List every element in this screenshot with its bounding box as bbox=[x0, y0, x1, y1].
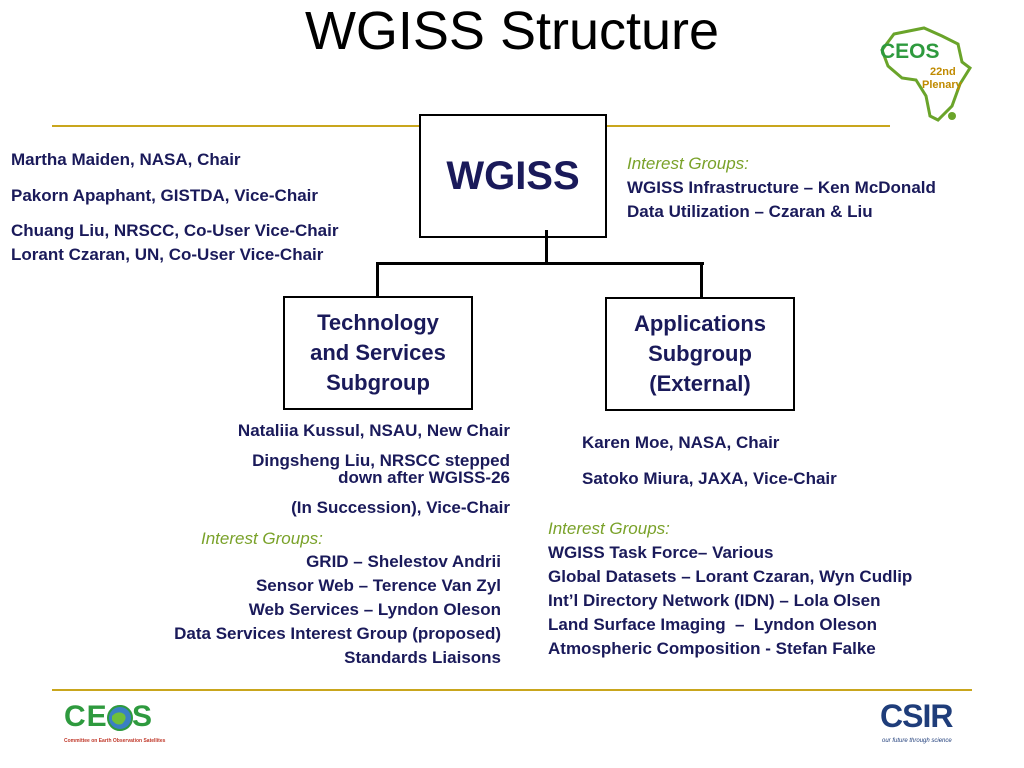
leadership-item: Pakorn Apaphant, GISTDA, Vice-Chair bbox=[11, 186, 319, 205]
globe-icon bbox=[107, 705, 133, 731]
top-divider-left bbox=[52, 125, 420, 127]
tech-interest-item: Web Services – Lyndon Oleson bbox=[248, 600, 501, 619]
connector-root-down bbox=[545, 230, 548, 264]
tech-interest-item: Sensor Web – Terence Van Zyl bbox=[255, 576, 501, 595]
leadership-item: Chuang Liu, NRSCC, Co-User Vice-Chair bbox=[11, 221, 339, 240]
tech-interest-item: Standards Liaisons bbox=[344, 648, 501, 667]
apps-subgroup-label-3: (External) bbox=[649, 371, 751, 396]
apps-person: Satoko Miura, JAXA, Vice-Chair bbox=[582, 469, 837, 488]
wgiss-root-box: WGISS bbox=[419, 114, 607, 238]
root-interest-heading: Interest Groups: bbox=[627, 154, 749, 173]
ceos-logo: CEOS Committee on Earth Observation Sate… bbox=[62, 700, 172, 750]
page-title: WGISS Structure bbox=[304, 1, 720, 61]
ceos-caption: Committee on Earth Observation Satellite… bbox=[64, 738, 166, 744]
ceos-plenary-logo: CEOS 22nd Plenary bbox=[872, 22, 982, 126]
plenary-ceos-text: CEOS bbox=[880, 40, 940, 63]
connector-horizontal bbox=[376, 262, 704, 265]
leadership-item: Lorant Czaran, UN, Co-User Vice-Chair bbox=[11, 245, 324, 264]
csir-logo: CSIR our future through science bbox=[880, 698, 970, 750]
africa-map-icon bbox=[880, 26, 973, 122]
root-interest-item: Data Utilization – Czaran & Liu bbox=[627, 202, 873, 221]
tech-subgroup-label-3: Subgroup bbox=[326, 370, 430, 395]
tech-person: down after WGISS-26 bbox=[338, 468, 510, 487]
apps-subgroup-label-2: Subgroup bbox=[648, 341, 752, 366]
connector-right-down bbox=[700, 262, 703, 298]
apps-subgroup-label-1: Applications bbox=[633, 311, 766, 336]
apps-interest-heading: Interest Groups: bbox=[548, 519, 670, 538]
apps-interest-item: Global Datasets – Lorant Czaran, Wyn Cud… bbox=[548, 567, 913, 586]
apps-interest-item: Land Surface Imaging – Lyndon Oleson bbox=[548, 615, 878, 634]
csir-tagline: our future through science bbox=[882, 738, 952, 744]
tech-person: (In Succession), Vice-Chair bbox=[291, 498, 510, 517]
apps-person: Karen Moe, NASA, Chair bbox=[582, 433, 780, 452]
tech-interest-heading: Interest Groups: bbox=[201, 529, 323, 548]
tech-subgroup-label-1: Technology bbox=[317, 310, 439, 335]
tech-interest-item: Data Services Interest Group (proposed) bbox=[174, 624, 501, 643]
apps-interest-item: Atmospheric Composition - Stefan Falke bbox=[548, 639, 876, 658]
bottom-divider bbox=[52, 689, 972, 691]
tech-interest-item: GRID – Shelestov Andrii bbox=[306, 552, 501, 571]
tech-subgroup-box: Technology and Services Subgroup bbox=[283, 296, 473, 410]
connector-left-down bbox=[376, 262, 379, 298]
apps-interest-item: Int’l Directory Network (IDN) – Lola Ols… bbox=[548, 591, 881, 610]
leadership-item: Martha Maiden, NASA, Chair bbox=[11, 150, 241, 169]
plenary-number: 22nd bbox=[930, 66, 956, 78]
apps-interest-item: WGISS Task Force– Various bbox=[548, 543, 774, 562]
root-interest-item: WGISS Infrastructure – Ken McDonald bbox=[627, 178, 936, 197]
top-divider-right bbox=[606, 125, 890, 127]
csir-logo-text: CSIR bbox=[880, 698, 953, 734]
tech-subgroup-label-2: and Services bbox=[310, 340, 446, 365]
wgiss-root-label: WGISS bbox=[446, 153, 580, 198]
tech-person: Dingsheng Liu, NRSCC stepped bbox=[252, 451, 510, 470]
plenary-label: Plenary bbox=[922, 79, 962, 91]
apps-subgroup-box: Applications Subgroup (External) bbox=[605, 297, 795, 411]
tech-person: Nataliia Kussul, NSAU, New Chair bbox=[237, 421, 510, 440]
